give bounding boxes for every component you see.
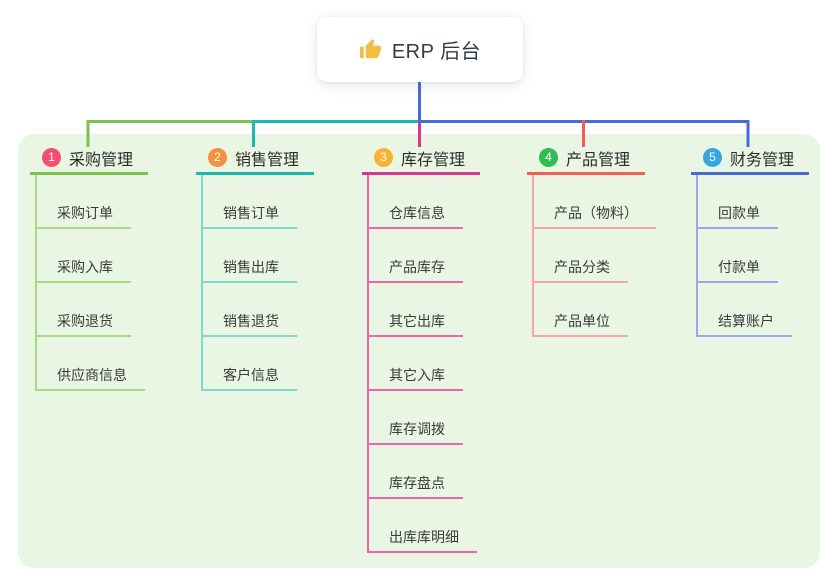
branch-item-list: 仓库信息 产品库存 其它出库 其它入库 库存调拨 库存盘点 出库库明细: [367, 175, 480, 553]
branch-number-badge: 3: [374, 148, 393, 167]
branch-title: 采购管理: [69, 151, 134, 169]
branch-header: 4 产品管理: [527, 143, 645, 175]
branch-item: 产品分类: [534, 229, 645, 283]
branch-item: 库存盘点: [369, 445, 480, 499]
branch-item: 库存调拨: [369, 391, 480, 445]
branch-inventory: 3 库存管理 仓库信息 产品库存 其它出库 其它入库 库存调拨 库存盘点 出库库…: [362, 143, 480, 553]
branch-number-badge: 4: [539, 148, 558, 167]
branch-product: 4 产品管理 产品（物料） 产品分类 产品单位: [527, 143, 656, 337]
branch-item-list: 销售订单 销售出库 销售退货 客户信息: [201, 175, 314, 391]
branch-header: 1 采购管理: [30, 143, 148, 175]
branch-title: 财务管理: [730, 151, 795, 169]
branch-item: 产品（物料）: [534, 175, 656, 229]
branch-item: 供应商信息: [37, 337, 148, 391]
branch-item: 销售出库: [203, 229, 314, 283]
root-title: ERP 后台: [391, 41, 482, 63]
branch-item: 付款单: [698, 229, 809, 283]
branch-item: 销售订单: [203, 175, 314, 229]
branch-number-badge: 5: [703, 148, 722, 167]
branch-title: 产品管理: [566, 151, 631, 169]
branch-item: 其它入库: [369, 337, 480, 391]
branch-finance: 5 财务管理 回款单 付款单 结算账户: [691, 143, 809, 337]
root-node: ERP 后台: [317, 17, 523, 82]
branch-header: 5 财务管理: [691, 143, 809, 175]
branch-item-list: 回款单 付款单 结算账户: [696, 175, 809, 337]
mindmap-panel: [18, 134, 820, 568]
branch-item: 产品库存: [369, 229, 480, 283]
branch-sales: 2 销售管理 销售订单 销售出库 销售退货 客户信息: [196, 143, 314, 391]
branch-number-badge: 2: [208, 148, 227, 167]
branch-header: 3 库存管理: [362, 143, 480, 175]
branch-item-list: 产品（物料） 产品分类 产品单位: [532, 175, 656, 337]
branch-item: 其它出库: [369, 283, 480, 337]
branch-item: 销售退货: [203, 283, 314, 337]
branch-header: 2 销售管理: [196, 143, 314, 175]
branch-item: 采购订单: [37, 175, 148, 229]
branch-title: 库存管理: [401, 151, 466, 169]
branch-item: 采购入库: [37, 229, 148, 283]
branch-item: 仓库信息: [369, 175, 480, 229]
branch-purchase: 1 采购管理 采购订单 采购入库 采购退货 供应商信息: [30, 143, 148, 391]
branch-item: 结算账户: [698, 283, 809, 337]
branch-item-list: 采购订单 采购入库 采购退货 供应商信息: [35, 175, 148, 391]
branch-item: 回款单: [698, 175, 809, 229]
branch-number-badge: 1: [42, 148, 61, 167]
branch-item: 产品单位: [534, 283, 645, 337]
branch-item: 采购退货: [37, 283, 148, 337]
branch-title: 销售管理: [235, 151, 300, 169]
thumbs-up-icon: [359, 38, 381, 59]
branch-item: 客户信息: [203, 337, 314, 391]
branch-item: 出库库明细: [369, 499, 480, 553]
